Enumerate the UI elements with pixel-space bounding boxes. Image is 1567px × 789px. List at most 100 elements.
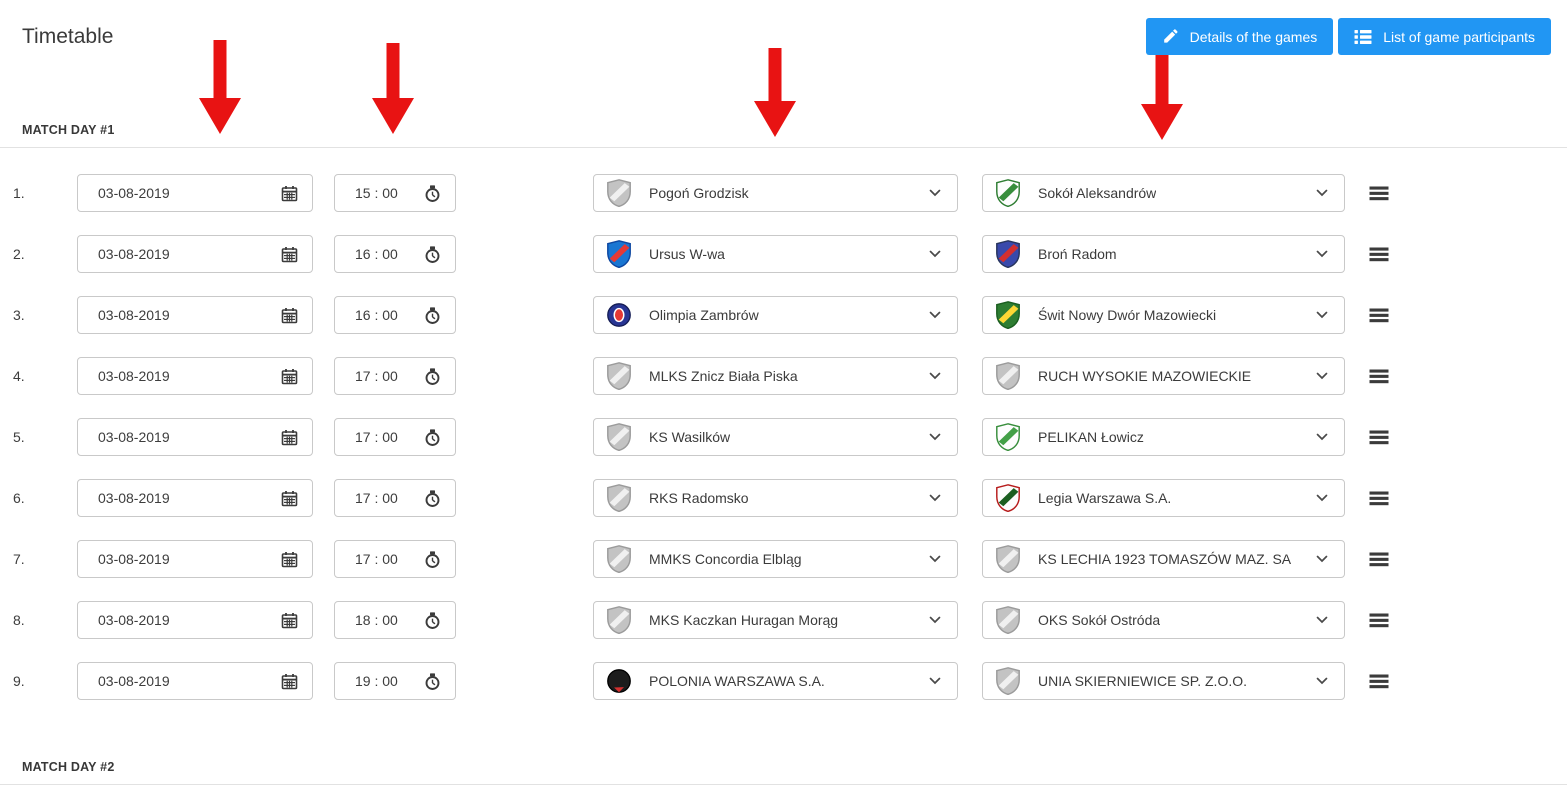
- hamburger-menu-icon[interactable]: [1369, 308, 1389, 323]
- match-number: 3.: [13, 307, 25, 323]
- home-team-select[interactable]: MLKS Znicz Biała Piska: [593, 357, 958, 395]
- calendar-icon[interactable]: [280, 550, 299, 569]
- details-of-games-button[interactable]: Details of the games: [1145, 18, 1334, 55]
- hamburger-menu-icon[interactable]: [1369, 247, 1389, 262]
- matchday-1-title: MATCH DAY #1: [22, 123, 115, 137]
- away-team-select[interactable]: Sokół Aleksandrów: [982, 174, 1345, 212]
- date-value: 03-08-2019: [98, 673, 170, 689]
- calendar-icon[interactable]: [280, 489, 299, 508]
- date-input[interactable]: 03-08-2019: [77, 296, 313, 334]
- calendar-icon[interactable]: [280, 672, 299, 691]
- section-divider: [0, 784, 1567, 785]
- away-team-select[interactable]: Broń Radom: [982, 235, 1345, 273]
- time-input[interactable]: 15 : 00: [334, 174, 456, 212]
- clock-icon[interactable]: [423, 367, 442, 386]
- team-logo-icon: [606, 484, 632, 512]
- home-team-select[interactable]: RKS Radomsko: [593, 479, 958, 517]
- time-input[interactable]: 17 : 00: [334, 357, 456, 395]
- date-input[interactable]: 03-08-2019: [77, 418, 313, 456]
- clock-icon[interactable]: [423, 306, 442, 325]
- hamburger-menu-icon[interactable]: [1369, 186, 1389, 201]
- clock-icon[interactable]: [423, 550, 442, 569]
- home-team-select[interactable]: Pogoń Grodzisk: [593, 174, 958, 212]
- date-input[interactable]: 03-08-2019: [77, 479, 313, 517]
- clock-icon[interactable]: [423, 428, 442, 447]
- team-logo-icon: [606, 667, 632, 695]
- matchday-2-section: MATCH DAY #2: [0, 760, 1567, 785]
- clock-icon[interactable]: [423, 489, 442, 508]
- home-team-select[interactable]: MMKS Concordia Elbląg: [593, 540, 958, 578]
- hamburger-menu-icon[interactable]: [1369, 369, 1389, 384]
- hamburger-menu-icon[interactable]: [1369, 613, 1389, 628]
- time-input[interactable]: 17 : 00: [334, 418, 456, 456]
- date-value: 03-08-2019: [98, 246, 170, 262]
- hamburger-menu-icon[interactable]: [1369, 552, 1389, 567]
- date-input[interactable]: 03-08-2019: [77, 662, 313, 700]
- list-of-participants-button[interactable]: List of game participants: [1338, 18, 1551, 55]
- away-team-select[interactable]: Świt Nowy Dwór Mazowiecki: [982, 296, 1345, 334]
- header-buttons: Details of the games List of game partic…: [1145, 18, 1551, 55]
- chevron-down-icon: [929, 250, 941, 258]
- home-team-select[interactable]: MKS Kaczkan Huragan Morąg: [593, 601, 958, 639]
- team-name: Olimpia Zambrów: [649, 307, 759, 323]
- date-input[interactable]: 03-08-2019: [77, 601, 313, 639]
- match-number: 8.: [13, 612, 25, 628]
- time-value: 18 : 00: [355, 612, 398, 628]
- time-input[interactable]: 19 : 00: [334, 662, 456, 700]
- home-team-select[interactable]: Ursus W-wa: [593, 235, 958, 273]
- team-logo-icon: [995, 240, 1021, 268]
- away-team-select[interactable]: UNIA SKIERNIEWICE SP. Z.O.O.: [982, 662, 1345, 700]
- home-team-select[interactable]: KS Wasilków: [593, 418, 958, 456]
- calendar-icon[interactable]: [280, 367, 299, 386]
- hamburger-menu-icon[interactable]: [1369, 430, 1389, 445]
- time-input[interactable]: 17 : 00: [334, 540, 456, 578]
- away-team-select[interactable]: OKS Sokół Ostróda: [982, 601, 1345, 639]
- calendar-icon[interactable]: [280, 245, 299, 264]
- time-input[interactable]: 18 : 00: [334, 601, 456, 639]
- team-name: RUCH WYSOKIE MAZOWIECKIE: [1038, 368, 1252, 384]
- match-number: 6.: [13, 490, 25, 506]
- calendar-icon[interactable]: [280, 611, 299, 630]
- date-value: 03-08-2019: [98, 490, 170, 506]
- away-team-select[interactable]: RUCH WYSOKIE MAZOWIECKIE: [982, 357, 1345, 395]
- date-input[interactable]: 03-08-2019: [77, 540, 313, 578]
- away-team-select[interactable]: Legia Warszawa S.A.: [982, 479, 1345, 517]
- chevron-down-icon: [929, 616, 941, 624]
- time-input[interactable]: 16 : 00: [334, 296, 456, 334]
- match-row: 3. 03-08-2019 16 : 00 Olimpia Zambrów Świt N…: [13, 296, 1567, 334]
- hamburger-menu-icon[interactable]: [1369, 491, 1389, 506]
- home-team-select[interactable]: POLONIA WARSZAWA S.A.: [593, 662, 958, 700]
- date-value: 03-08-2019: [98, 307, 170, 323]
- date-input[interactable]: 03-08-2019: [77, 235, 313, 273]
- team-logo-icon: [995, 362, 1021, 390]
- team-logo-icon: [995, 667, 1021, 695]
- time-input[interactable]: 16 : 00: [334, 235, 456, 273]
- pencil-icon: [1162, 28, 1179, 45]
- team-logo-icon: [606, 301, 632, 329]
- clock-icon[interactable]: [423, 672, 442, 691]
- away-team-select[interactable]: KS LECHIA 1923 TOMASZÓW MAZ. SA: [982, 540, 1345, 578]
- clock-icon[interactable]: [423, 184, 442, 203]
- team-name: Świt Nowy Dwór Mazowiecki: [1038, 307, 1217, 323]
- calendar-icon[interactable]: [280, 428, 299, 447]
- away-team-select[interactable]: PELIKAN Łowicz: [982, 418, 1345, 456]
- team-logo-icon: [995, 545, 1021, 573]
- clock-icon[interactable]: [423, 611, 442, 630]
- calendar-icon[interactable]: [280, 184, 299, 203]
- time-input[interactable]: 17 : 00: [334, 479, 456, 517]
- home-team-select[interactable]: Olimpia Zambrów: [593, 296, 958, 334]
- team-logo-icon: [606, 362, 632, 390]
- clock-icon[interactable]: [423, 245, 442, 264]
- match-number: 1.: [13, 185, 25, 201]
- hamburger-menu-icon[interactable]: [1369, 674, 1389, 689]
- chevron-down-icon: [1316, 494, 1328, 502]
- matchday-2-title: MATCH DAY #2: [22, 760, 115, 774]
- date-input[interactable]: 03-08-2019: [77, 174, 313, 212]
- date-input[interactable]: 03-08-2019: [77, 357, 313, 395]
- team-name: RKS Radomsko: [649, 490, 749, 506]
- team-logo-icon: [606, 545, 632, 573]
- calendar-icon[interactable]: [280, 306, 299, 325]
